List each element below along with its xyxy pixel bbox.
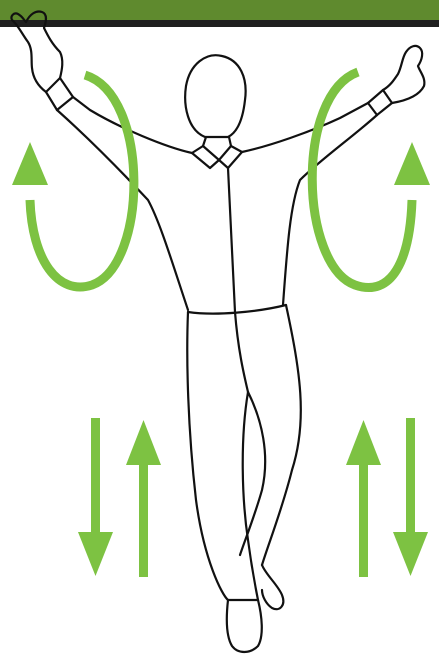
- right-hand: [383, 46, 424, 103]
- right-shoe: [262, 565, 283, 609]
- left-shoe: [227, 600, 262, 652]
- left-down-arrow-head: [78, 532, 113, 576]
- neck: [203, 137, 231, 146]
- left-rotation-arrow: [12, 75, 134, 287]
- left-up-arrow: [126, 420, 161, 577]
- left-up-arrow-head: [126, 420, 161, 465]
- right-leg-outer: [262, 305, 301, 565]
- right-arm-lower-edge: [283, 115, 377, 305]
- left-up-arrow-shaft: [139, 462, 148, 577]
- left-down-arrow: [78, 418, 113, 576]
- collar-inner: [203, 146, 231, 160]
- right-arm-upper-edge: [242, 103, 368, 152]
- head: [185, 55, 245, 137]
- right-up-arrow-shaft: [359, 462, 368, 577]
- right-rotation-arrowhead: [394, 142, 430, 185]
- left-leg-inner: [243, 392, 258, 600]
- left-down-arrow-shaft: [91, 418, 100, 536]
- right-down-arrow: [393, 418, 428, 576]
- right-up-arrow-head: [346, 420, 381, 465]
- left-cuff: [46, 78, 73, 110]
- left-leg-outer: [187, 312, 228, 600]
- header-bar-edge: [0, 20, 439, 27]
- header-bar: [0, 0, 439, 22]
- right-down-arrow-shaft: [406, 418, 415, 536]
- right-down-arrow-head: [393, 532, 428, 576]
- left-arm-lower-edge: [57, 110, 188, 310]
- left-rotation-arrowhead: [12, 142, 48, 185]
- right-cuff: [368, 90, 392, 115]
- right-rotation-arrow: [312, 72, 430, 288]
- crotch-seam: [235, 312, 248, 392]
- waistband: [188, 305, 286, 314]
- shirt-placket: [228, 168, 235, 312]
- right-up-arrow: [346, 420, 381, 577]
